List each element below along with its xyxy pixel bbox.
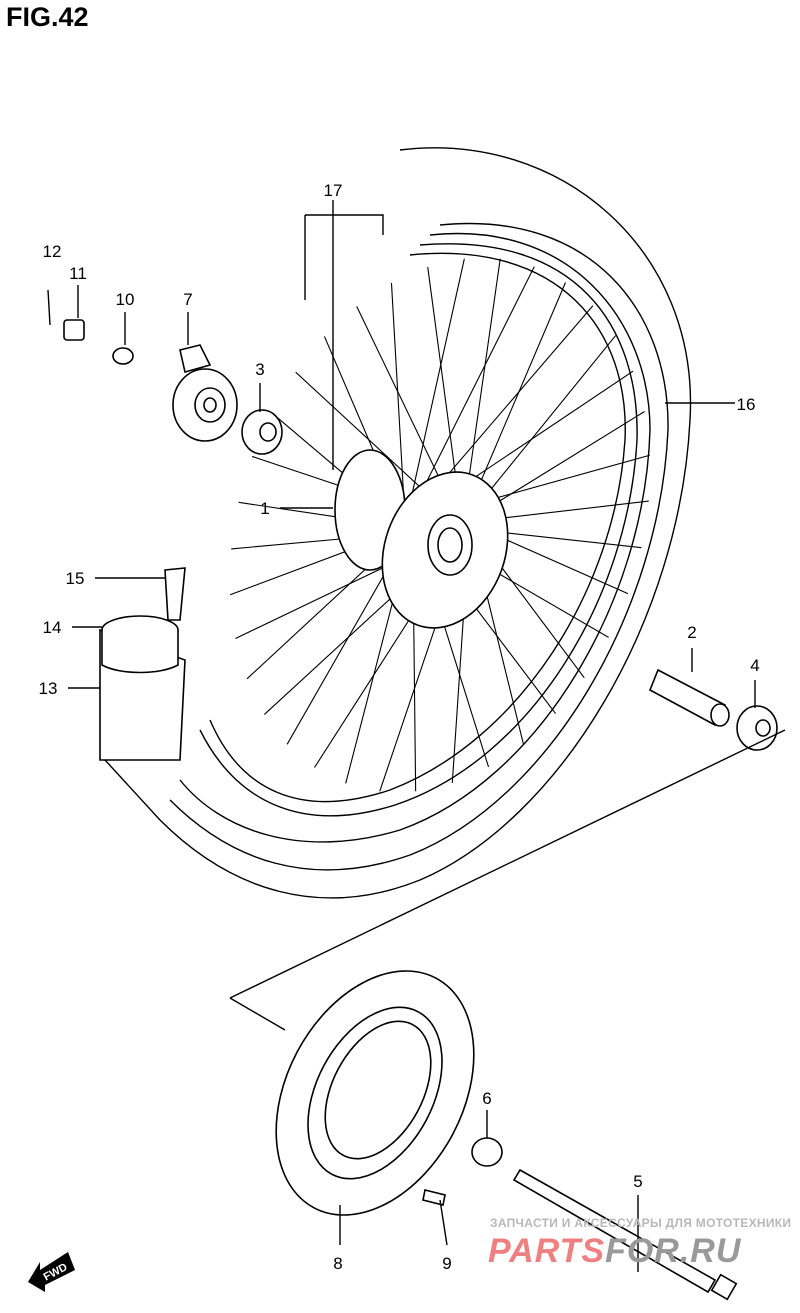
bearing (241, 409, 283, 455)
cotter-pin (47, 289, 51, 326)
disc-bolt (422, 1189, 446, 1206)
nut (63, 319, 85, 341)
watermark-logo: PARTSFOR.RU (488, 1232, 741, 1271)
spoke (465, 282, 566, 516)
rim-lock (99, 567, 186, 761)
fwd-arrow-icon: FWD (28, 1252, 75, 1292)
callout-10: 10 (116, 290, 135, 309)
callout-14: 14 (43, 618, 62, 637)
washer (112, 347, 134, 365)
callout-5: 5 (633, 1172, 642, 1191)
callout-6: 6 (482, 1089, 491, 1108)
brake-disc (275, 970, 475, 1216)
axle (512, 1168, 738, 1301)
tire (104, 147, 692, 899)
callout-4: 4 (750, 656, 759, 675)
callout-2: 2 (687, 623, 696, 642)
spacer (648, 668, 730, 727)
fwd-label: FWD (42, 1261, 70, 1283)
callout-11: 11 (69, 264, 87, 283)
spoke (409, 266, 535, 516)
watermark-tagline: ЗАПЧАСТИ И АКСЕССУАРЫ ДЛЯ МОТОТЕХНИКИ (490, 1216, 792, 1230)
callout-3: 3 (255, 360, 264, 379)
axle-nut (471, 1137, 503, 1167)
callout-15: 15 (66, 569, 85, 588)
callout-13: 13 (39, 679, 58, 698)
spoke (406, 258, 465, 516)
watermark-logo-a: PARTS (488, 1232, 606, 1270)
figure-title: FIG.42 (6, 2, 89, 32)
callout-8: 8 (333, 1254, 342, 1273)
watermark-logo-b: FOR.RU (605, 1232, 742, 1270)
callout-17: 17 (324, 181, 343, 200)
callout-1: 1 (260, 499, 269, 518)
callout-16: 16 (737, 395, 756, 414)
hub (334, 449, 509, 629)
callout-12: 12 (43, 242, 62, 261)
spoke (463, 258, 501, 516)
callout-7: 7 (183, 290, 192, 309)
speedometer-gearbox (172, 344, 238, 442)
section-line (229, 729, 786, 1031)
leader-lines (68, 200, 756, 1272)
spoke (390, 282, 406, 518)
spoke (468, 335, 617, 517)
callout-9: 9 (442, 1254, 451, 1273)
